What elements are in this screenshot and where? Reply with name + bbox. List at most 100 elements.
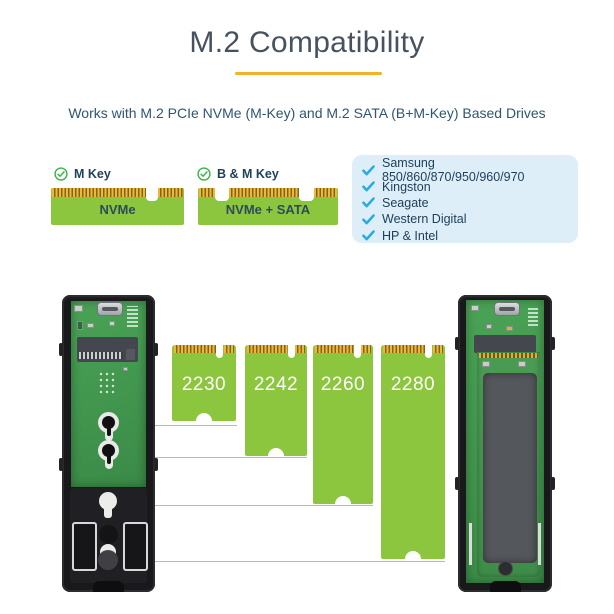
m2-connector-slot — [77, 337, 138, 362]
screw-semicircle-notch — [405, 551, 421, 559]
case-bottom-notch — [93, 581, 124, 592]
retention-clip-edge — [538, 523, 541, 565]
side-tab — [154, 458, 158, 471]
mounting-screw — [498, 561, 513, 576]
m-key-supports-label: NVMe — [99, 202, 136, 217]
compatibility-panel: Samsung 850/860/870/950/960/970 Kingston… — [352, 155, 578, 243]
gold-pins — [295, 345, 305, 353]
drive-size-label: 2230 — [181, 374, 227, 395]
mounting-keyhole-2260 — [99, 492, 117, 510]
screw-semicircle-notch — [335, 496, 351, 504]
gold-pins — [158, 188, 183, 197]
pcb-component — [109, 321, 115, 326]
compat-item: Kingston — [362, 178, 572, 194]
retention-clip-right — [123, 522, 148, 571]
bm-key-supports-label: NVMe + SATA — [225, 202, 311, 217]
gold-pins — [199, 188, 215, 197]
usb-c-slot — [499, 307, 515, 311]
drive-size-label: 2280 — [390, 374, 436, 395]
checkmark-icon — [362, 197, 375, 208]
ssd-component — [482, 361, 490, 367]
size-guide-line-2260 — [115, 505, 373, 506]
title-underline — [235, 72, 382, 75]
b-key-notch — [215, 188, 229, 201]
checkmark-icon — [362, 164, 375, 176]
ssd-gold-pins — [479, 353, 538, 358]
m-key-label: M Key — [74, 166, 111, 181]
drive-card-2230: 2230 — [172, 345, 236, 421]
mounting-keyhole-2242 — [98, 440, 119, 473]
usb-c-port — [97, 302, 123, 316]
m-key-notch — [216, 345, 224, 358]
m-key-edge-diagram: NVMe — [51, 188, 184, 225]
m-key-notch — [299, 188, 314, 201]
side-tab — [551, 337, 555, 350]
compat-item: HP & Intel — [362, 228, 572, 244]
connector-key-block — [126, 349, 135, 360]
m-key-notch — [354, 345, 361, 358]
drive-size-label: 2242 — [253, 374, 299, 395]
check-circle-icon — [54, 166, 68, 181]
gold-pins — [247, 345, 288, 353]
m-key-notch — [287, 345, 295, 358]
retention-clip-left — [72, 522, 97, 571]
pcb-component — [77, 321, 83, 330]
bm-key-edge-diagram: NVMe + SATA — [198, 188, 338, 225]
bm-key-legend: B & M Key — [197, 166, 279, 181]
bm-key-label: B & M Key — [217, 166, 279, 181]
check-circle-icon — [197, 166, 211, 181]
usb-c-slot — [102, 307, 118, 311]
keyhole-tail — [104, 508, 112, 518]
checkmark-icon — [362, 230, 375, 241]
m-key-notch — [425, 345, 433, 358]
side-tab — [455, 477, 459, 490]
enclosure-open-left — [59, 295, 158, 592]
compat-item-label: Kingston — [382, 179, 431, 194]
screw-semicircle-notch — [268, 448, 284, 456]
ssd-component — [518, 361, 526, 367]
compat-item-label: Seagate — [382, 195, 429, 210]
recessed-circle — [99, 525, 118, 544]
pcb-component — [506, 326, 513, 331]
usb-c-port — [494, 302, 520, 316]
gold-pins — [314, 188, 337, 197]
side-tab — [59, 458, 63, 471]
checkmark-icon — [362, 181, 375, 192]
pcb-component — [471, 305, 479, 311]
solder-dots — [98, 371, 115, 394]
gold-pins — [432, 345, 443, 353]
gold-pins — [174, 345, 217, 353]
m-key-notch — [146, 188, 158, 201]
page-subtitle: Works with M.2 PCIe NVMe (M-Key) and M.2… — [68, 105, 546, 121]
gold-pins — [383, 345, 426, 353]
gold-pins — [229, 188, 299, 197]
compat-item: Seagate — [362, 195, 572, 211]
connector-pins — [79, 352, 123, 359]
size-guide-line-2242 — [113, 457, 307, 458]
drive-card-2242: 2242 — [245, 345, 307, 456]
side-tab — [59, 343, 63, 356]
gold-pins — [315, 345, 355, 353]
m2-connector-slot — [474, 335, 536, 353]
pcb-component — [486, 324, 492, 329]
drive-card-2280: 2280 — [381, 345, 445, 559]
side-tab — [551, 477, 555, 490]
enclosure-with-ssd-right — [455, 295, 555, 592]
compat-item: Samsung 850/860/870/950/960/970 — [362, 156, 572, 184]
screw-hole — [98, 550, 118, 570]
drive-card-2260: 2260 — [313, 345, 373, 504]
compat-item: Western Digital — [362, 211, 572, 227]
mounting-keyhole-2230 — [98, 412, 119, 445]
gold-pins — [361, 345, 371, 353]
case-bottom-notch — [490, 581, 521, 592]
checkmark-icon — [362, 214, 375, 225]
gold-pins — [223, 345, 234, 353]
size-guide-line-2280 — [115, 561, 445, 562]
retention-clip-edge — [469, 523, 472, 565]
pcb-component — [123, 367, 128, 371]
pcb-component — [74, 305, 83, 312]
compat-item-label: Samsung 850/860/870/950/960/970 — [382, 156, 525, 185]
compat-item-label: Western Digital — [382, 212, 467, 227]
page-title: M.2 Compatibility — [189, 26, 425, 59]
